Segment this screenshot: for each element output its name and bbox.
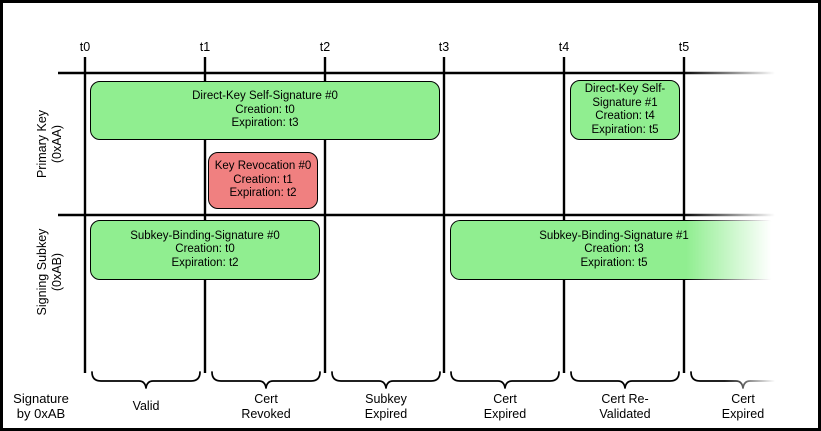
period-label-line: Cert bbox=[493, 392, 517, 406]
underbrace-cert-expired-1 bbox=[450, 371, 560, 389]
box-title: Key Revocation #0 bbox=[214, 160, 312, 173]
box-expiration: Expiration: t5 bbox=[580, 256, 648, 269]
bottom-axis-label-line2: by 0xAB bbox=[16, 405, 66, 421]
box-creation: Creation: t0 bbox=[235, 103, 295, 116]
period-label-line: Validated bbox=[599, 406, 651, 421]
box-title: Direct-Key Self-Signature #0 bbox=[192, 90, 338, 103]
box-title-line2: Signature #1 bbox=[592, 96, 658, 109]
box-subkey-binding-signature-1: Subkey-Binding-Signature #1 Creation: t3… bbox=[450, 220, 778, 280]
underbrace-subkey-expired bbox=[331, 371, 441, 389]
period-label-subkey-expired: Subkey Expired bbox=[331, 392, 441, 421]
tick-label-t2: t2 bbox=[319, 40, 331, 54]
underbrace-cert-expired-2 bbox=[690, 371, 796, 389]
period-label-line: Expired bbox=[364, 406, 408, 421]
box-creation: Creation: t4 bbox=[595, 110, 655, 122]
box-expiration: Expiration: t2 bbox=[171, 256, 239, 269]
box-subkey-binding-signature-0: Subkey-Binding-Signature #0 Creation: t0… bbox=[90, 220, 320, 280]
period-label-line: Expired bbox=[483, 406, 527, 421]
period-label-line: Expired bbox=[721, 406, 765, 421]
box-creation: Creation: t3 bbox=[584, 243, 644, 256]
box-expiration: Expiration: t5 bbox=[591, 123, 659, 136]
period-label-cert-expired-1: Cert Expired bbox=[450, 392, 560, 421]
tick-label-t4: t4 bbox=[558, 40, 570, 54]
period-label-line: Subkey bbox=[365, 392, 407, 406]
period-label-valid: Valid bbox=[91, 392, 201, 414]
box-direct-key-self-signature-1: Direct-Key Self- Signature #1 Creation: … bbox=[570, 80, 680, 140]
box-key-revocation-0: Key Revocation #0 Creation: t1 Expiratio… bbox=[208, 152, 318, 209]
box-expiration: Expiration: t3 bbox=[231, 117, 299, 130]
box-title: Subkey-Binding-Signature #1 bbox=[539, 229, 689, 242]
box-title: Subkey-Binding-Signature #0 bbox=[130, 229, 280, 242]
tick-label-t5: t5 bbox=[678, 40, 690, 54]
box-expiration: Expiration: t2 bbox=[229, 187, 297, 200]
row-label-signing-subkey-line2: (0xAB) bbox=[50, 252, 64, 292]
row-label-signing-subkey: Signing Subkey (0xAB) bbox=[28, 187, 72, 357]
period-label-line: Revoked bbox=[241, 406, 291, 421]
box-direct-key-self-signature-0: Direct-Key Self-Signature #0 Creation: t… bbox=[90, 81, 440, 140]
bottom-axis-label-line1: Signature bbox=[13, 391, 69, 406]
tick-label-t3: t3 bbox=[438, 40, 450, 54]
bottom-axis-label: Signature by 0xAB bbox=[8, 391, 74, 421]
tick-label-t0: t0 bbox=[79, 40, 91, 54]
underbrace-cert-revoked bbox=[211, 371, 321, 389]
underbrace-cert-revalidated bbox=[570, 371, 680, 389]
period-label-line: Cert bbox=[731, 392, 755, 406]
box-creation: Creation: t0 bbox=[175, 243, 235, 256]
underbrace-valid bbox=[91, 371, 201, 389]
box-creation: Creation: t1 bbox=[233, 173, 293, 186]
box-title-line1: Direct-Key Self- bbox=[584, 83, 666, 95]
period-label-cert-revoked: Cert Revoked bbox=[211, 392, 321, 421]
period-label-line: Cert bbox=[254, 392, 278, 406]
period-label-line: Valid bbox=[132, 399, 160, 413]
period-label-line: Cert Re- bbox=[601, 392, 649, 406]
period-label-cert-expired-2: Cert Expired bbox=[688, 392, 798, 421]
tick-label-t1: t1 bbox=[199, 40, 211, 54]
period-label-cert-revalidated: Cert Re- Validated bbox=[570, 392, 680, 421]
row-label-signing-subkey-line1: Signing Subkey bbox=[35, 228, 49, 316]
